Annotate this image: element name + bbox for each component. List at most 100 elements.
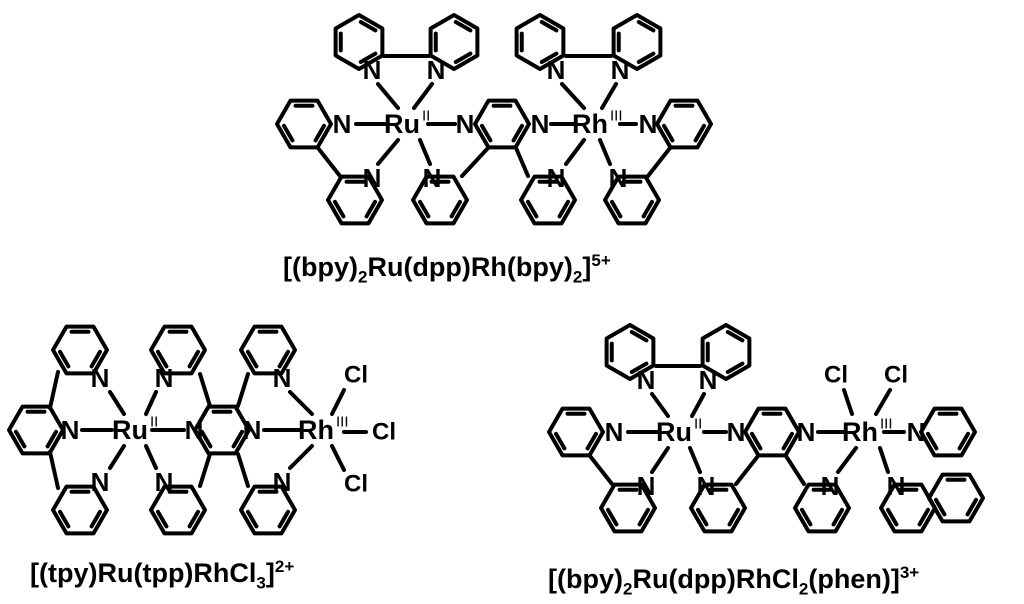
bond: [376, 82, 400, 110]
bpy-ring: [611, 13, 663, 71]
atom-label: N: [273, 467, 292, 497]
bond: [236, 372, 250, 408]
pyridyl-ring: [239, 324, 297, 376]
ring-double-bond: [641, 199, 655, 219]
ring-outline: [51, 484, 109, 536]
ring-double-bond: [831, 507, 845, 527]
chloride-ligand: Cl: [344, 362, 368, 389]
ring-double-bond: [453, 51, 473, 65]
ring-double-bond: [187, 509, 201, 529]
ring-double-bond: [332, 199, 346, 219]
bond: [784, 454, 806, 486]
ring-double-bond: [553, 431, 567, 451]
ruthenium-center: Ru: [384, 109, 420, 139]
atom-label: N: [609, 163, 628, 193]
ring-double-bond: [511, 123, 525, 143]
atom-label: N: [547, 55, 566, 85]
bond: [514, 146, 530, 178]
pyridyl-ring: [411, 174, 469, 226]
ring-double-bond: [781, 431, 795, 451]
bond: [236, 452, 250, 488]
ring-outline: [919, 406, 977, 458]
ring-outline: [879, 482, 937, 534]
atom-label: N: [797, 417, 816, 447]
ring-double-bond: [609, 199, 623, 219]
bpy-ring: [547, 406, 605, 458]
chloride-ligand: Cl: [372, 419, 396, 446]
caption-complex-c: [(bpy)2Ru(dpp)RhCl2(phen)]3+: [548, 563, 920, 599]
ring-double-bond: [313, 123, 327, 143]
pyridyl-ring: [519, 174, 577, 226]
atom-label: N: [363, 55, 382, 85]
atom-label: N: [91, 363, 110, 393]
ring-outline: [326, 174, 384, 226]
bond: [48, 370, 60, 410]
bpy-ring: [604, 323, 656, 381]
rhodium-center-oxidation-state: III: [336, 414, 349, 431]
atom-label: N: [637, 365, 656, 395]
pyridyl-ring: [239, 484, 297, 536]
bond: [842, 388, 854, 416]
ring-double-bond: [661, 123, 675, 143]
ring-outline: [239, 324, 297, 376]
bond: [650, 392, 670, 418]
bpy-ring: [275, 98, 333, 150]
atom-label: N: [155, 467, 174, 497]
bond: [650, 446, 670, 474]
ring-double-bond: [725, 329, 745, 343]
ring-double-bond: [281, 123, 295, 143]
bond: [690, 392, 706, 418]
ring-double-bond: [277, 509, 291, 529]
chloride-ligand: Cl: [824, 362, 848, 389]
bond: [836, 446, 858, 474]
atom-label: N: [273, 363, 292, 393]
ring-double-bond: [277, 349, 291, 369]
ring-double-bond: [479, 123, 493, 143]
atom-label: N: [887, 471, 906, 501]
pyridyl-ring: [149, 324, 207, 376]
bond: [288, 390, 314, 416]
bond: [460, 146, 490, 178]
ring-outline: [689, 482, 747, 534]
ruthenium-center-oxidation-state: II: [150, 414, 158, 431]
ring-outline: [333, 13, 385, 71]
bpy-ring: [599, 482, 657, 534]
phen-ring: [919, 406, 977, 458]
atom-label: N: [821, 471, 840, 501]
ring-double-bond: [358, 51, 378, 65]
phen-ring: [879, 482, 937, 534]
atom-label: N: [605, 417, 624, 447]
ring-double-bond: [933, 497, 947, 517]
rhodium-center: Rh: [298, 415, 334, 445]
bond: [734, 454, 760, 486]
atom-label: N: [155, 363, 174, 393]
bond: [316, 146, 342, 178]
ring-double-bond: [245, 509, 259, 529]
atom-label: N: [185, 415, 204, 445]
caption-complex-a: [(bpy)2Ru(dpp)Rh(bpy)2]5+: [283, 251, 611, 287]
bond: [330, 444, 346, 472]
ring-outline: [603, 174, 661, 226]
pyrazine-ring: [473, 98, 531, 150]
atom-label: N: [907, 417, 926, 447]
bond: [144, 390, 158, 416]
bond: [598, 138, 612, 166]
ring-outline: [149, 484, 207, 536]
ring-outline: [927, 472, 985, 524]
ring-outline: [411, 174, 469, 226]
bond: [874, 388, 892, 416]
ring-double-bond: [585, 431, 599, 451]
bond: [878, 446, 890, 474]
ring-double-bond: [155, 349, 169, 369]
ring-outline: [239, 484, 297, 536]
bond: [198, 372, 212, 408]
bond: [330, 388, 346, 416]
atom-label: N: [456, 109, 475, 139]
ring-double-bond: [155, 509, 169, 529]
ring-double-bond: [693, 123, 707, 143]
ring-double-bond: [957, 431, 971, 451]
bond: [600, 82, 618, 110]
ring-double-bond: [57, 509, 71, 529]
